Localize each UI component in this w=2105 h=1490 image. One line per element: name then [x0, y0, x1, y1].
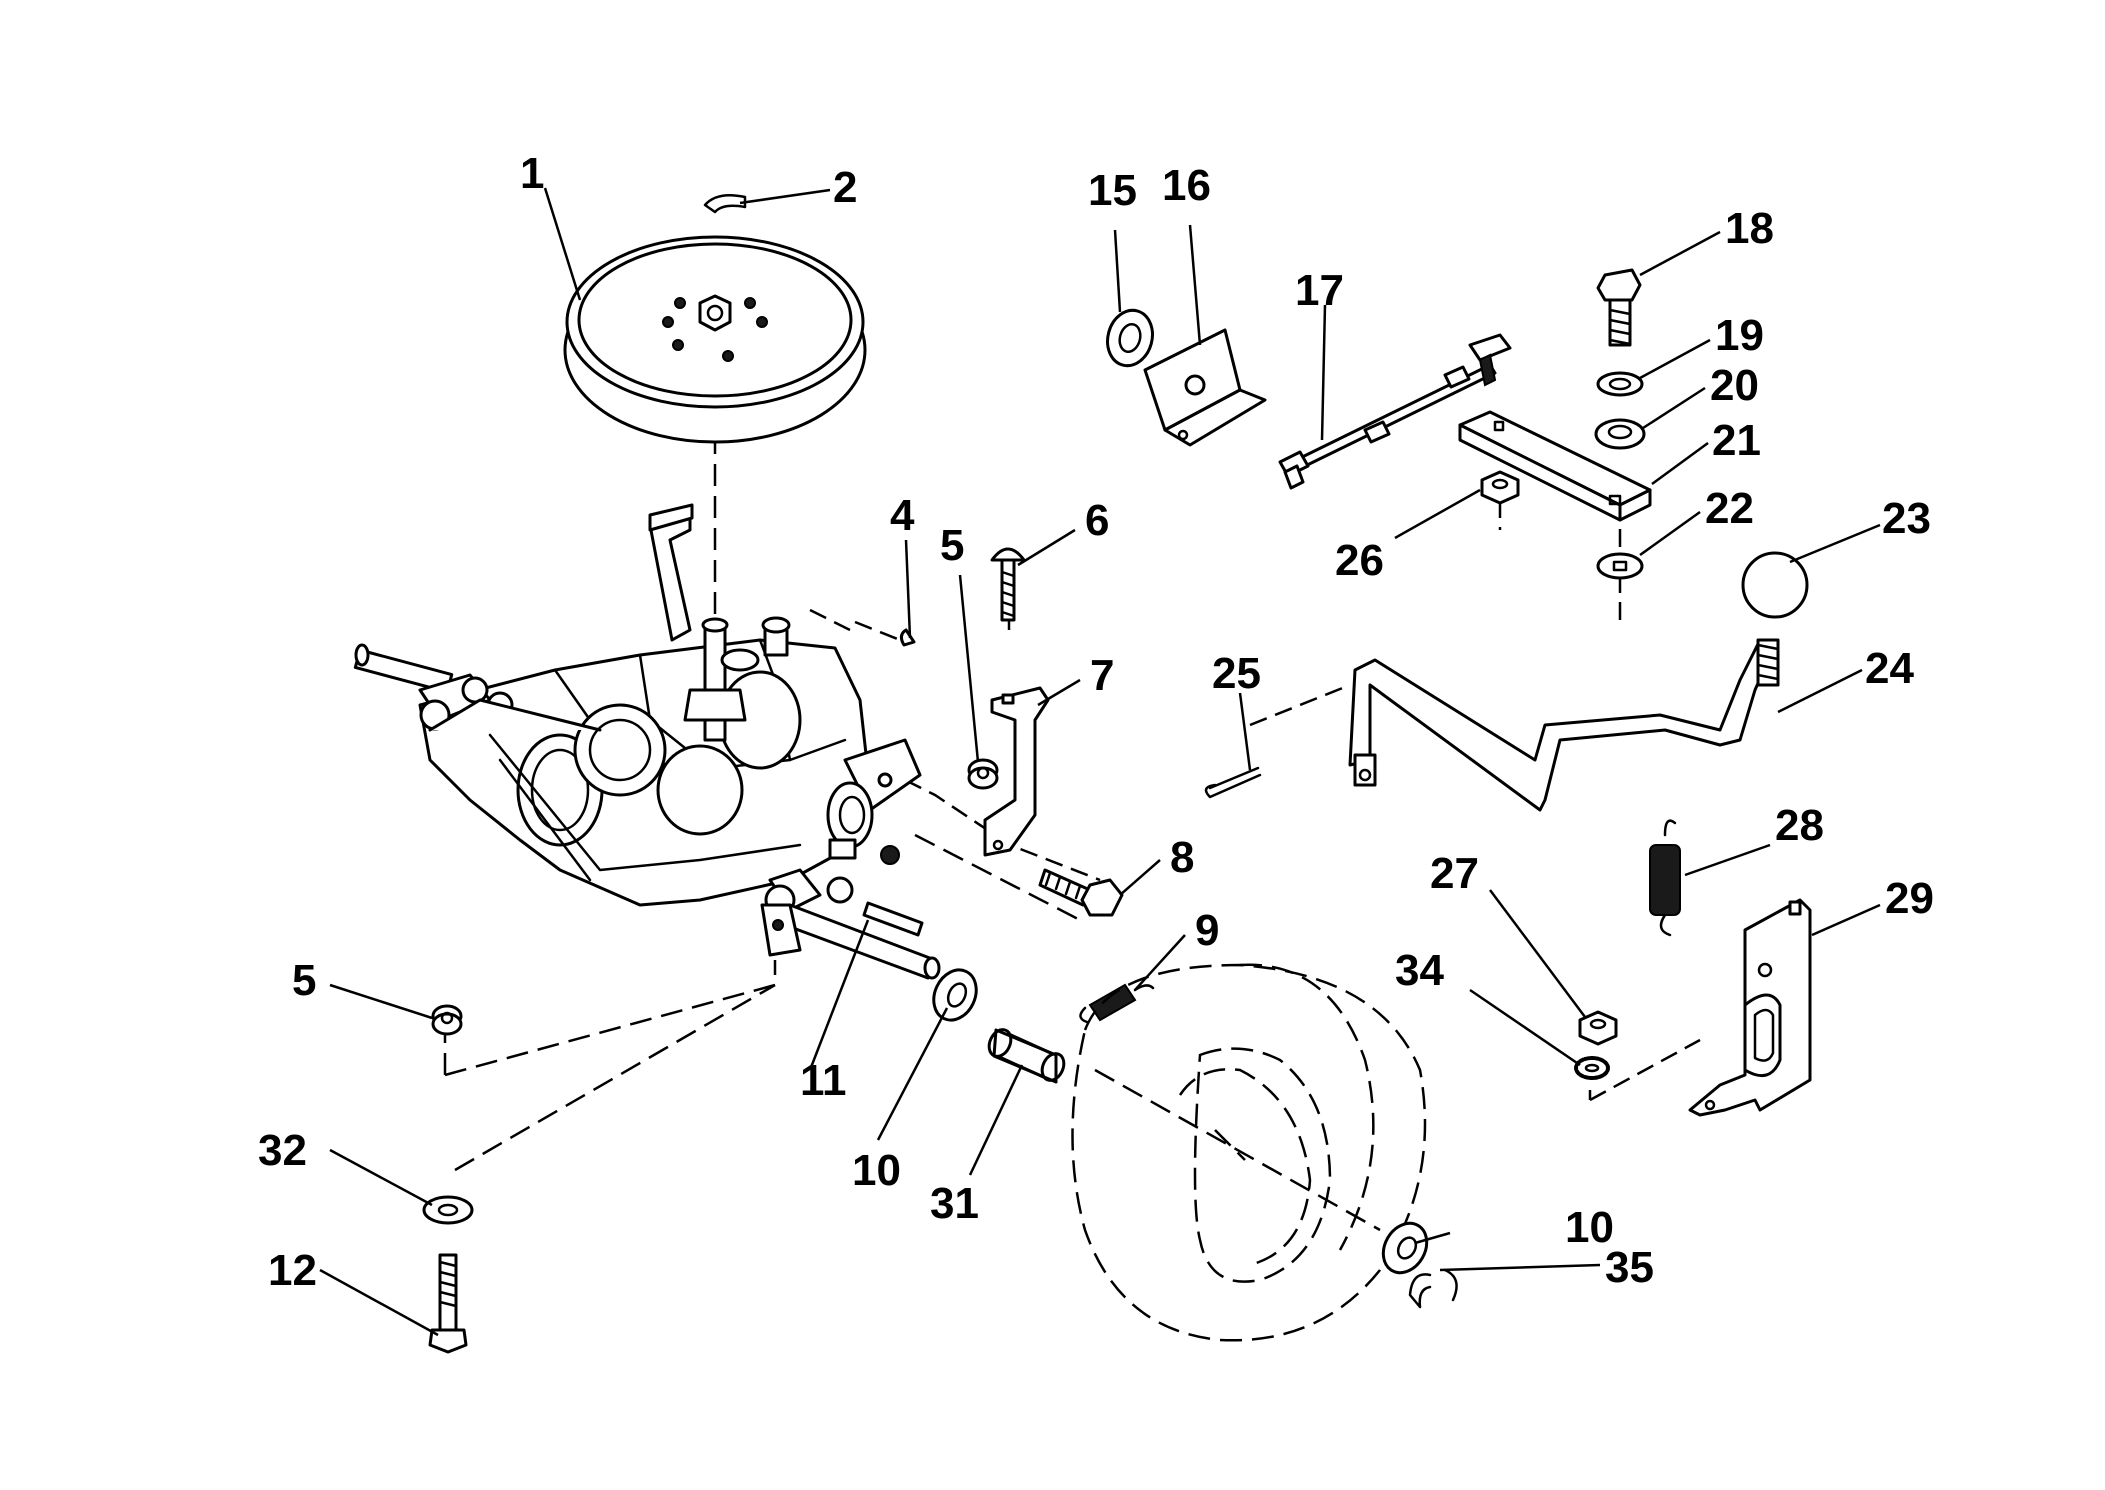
part-15-washer — [1106, 308, 1154, 368]
callout-25: 25 — [1212, 649, 1261, 698]
callout-10-axle: 10 — [852, 1146, 901, 1195]
assembly-lines — [443, 240, 1701, 1232]
callout-35: 35 — [1605, 1243, 1654, 1292]
callout-10-wheel: 10 — [1565, 1203, 1614, 1252]
part-25-cotter-pin — [1204, 766, 1262, 799]
callout-5-upper: 5 — [940, 521, 964, 570]
callout-11: 11 — [800, 1056, 847, 1105]
callout-22: 22 — [1705, 484, 1754, 533]
part-22-washer — [1596, 552, 1644, 580]
callout-20: 20 — [1710, 361, 1759, 410]
part-34-lock-washer — [1574, 1056, 1610, 1080]
leader-lines — [319, 187, 1881, 1337]
callout-21: 21 — [1712, 416, 1761, 465]
part-4-pin — [899, 628, 916, 647]
callout-32: 32 — [258, 1126, 307, 1175]
callout-6: 6 — [1085, 496, 1109, 545]
part-17-control-rod — [1278, 333, 1512, 490]
part-6-bolt — [990, 547, 1026, 622]
part-18-bolt — [1596, 268, 1642, 347]
part-16-bracket — [1143, 328, 1267, 447]
callout-9: 9 — [1195, 906, 1219, 955]
callout-19: 19 — [1715, 311, 1764, 360]
callout-18: 18 — [1725, 204, 1774, 253]
part-35-clip — [1408, 1268, 1458, 1309]
callout-2: 2 — [833, 163, 857, 212]
part-32-washer — [422, 1195, 474, 1225]
part-29-bracket — [1688, 898, 1812, 1117]
part-5-nut-upper — [967, 758, 999, 790]
callout-16: 16 — [1162, 161, 1211, 210]
part-12-bolt — [428, 1253, 468, 1354]
part-19-washer — [1596, 371, 1644, 397]
callout-17: 17 — [1295, 266, 1344, 315]
callout-8: 8 — [1170, 833, 1194, 882]
callout-5-lower: 5 — [292, 956, 316, 1005]
part-27-nut — [1578, 1010, 1618, 1046]
part-21-plate — [1458, 410, 1652, 522]
callout-labels: 1 2 4 5 5 6 7 8 9 10 10 11 12 15 16 17 1… — [258, 149, 1934, 1295]
transaxle — [353, 503, 941, 980]
part-28-spring — [1649, 819, 1681, 937]
callout-4: 4 — [890, 491, 915, 540]
pulley — [563, 235, 867, 444]
part-8-bolt — [1038, 868, 1124, 917]
part-10-washer-wheel — [1381, 1221, 1429, 1275]
callout-1: 1 — [520, 149, 544, 198]
part-11-key — [862, 901, 924, 937]
callout-24: 24 — [1865, 644, 1914, 693]
callout-15: 15 — [1088, 166, 1137, 215]
part-23-knob — [1741, 551, 1809, 619]
callout-31: 31 — [930, 1179, 979, 1228]
part-20-washer — [1594, 418, 1646, 450]
wheel-outline — [1071, 963, 1427, 1342]
callout-34: 34 — [1395, 946, 1444, 995]
callout-27: 27 — [1430, 849, 1479, 898]
callout-12: 12 — [268, 1246, 317, 1295]
callout-26: 26 — [1335, 536, 1384, 585]
part-26-nut — [1480, 470, 1520, 505]
part-24-shift-lever — [1348, 638, 1780, 812]
callout-29: 29 — [1885, 874, 1934, 923]
part-5-nut-lower — [431, 1004, 463, 1036]
part-7-bracket — [983, 686, 1050, 857]
callout-23: 23 — [1882, 494, 1931, 543]
callout-28: 28 — [1775, 801, 1824, 850]
part-31-spacer — [987, 1028, 1066, 1084]
part-10-washer-axle — [932, 968, 978, 1022]
callout-7: 7 — [1090, 651, 1114, 700]
retaining-clip — [703, 194, 747, 214]
